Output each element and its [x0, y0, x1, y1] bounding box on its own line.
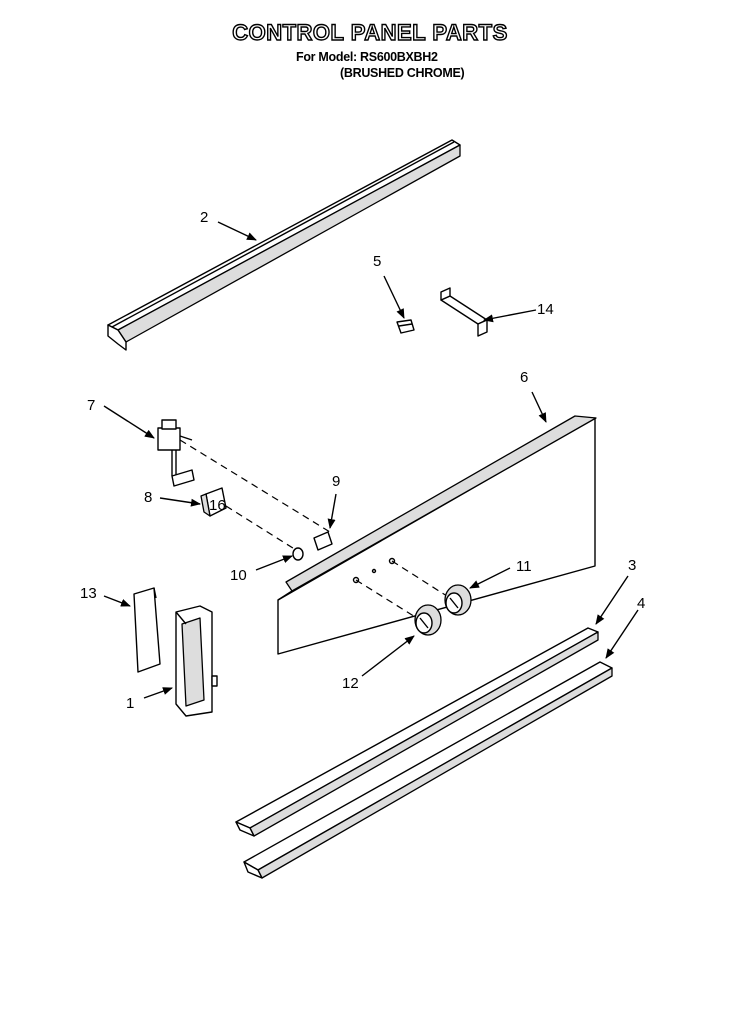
alignment-line	[179, 439, 331, 533]
callout-8: 8	[144, 489, 152, 506]
callout-5: 5	[373, 253, 381, 270]
part-13-side-plate	[133, 587, 161, 673]
leader-11	[469, 567, 511, 589]
callout-1: 1	[126, 695, 134, 712]
leader-14	[483, 309, 537, 323]
leader-4	[605, 609, 639, 659]
callout-13: 13	[80, 585, 97, 602]
callout-9: 9	[332, 473, 340, 490]
part-6-control-panel	[277, 415, 597, 655]
part-2-top-trim	[107, 139, 461, 351]
leader-10	[255, 555, 293, 571]
leader-2	[217, 221, 257, 241]
callout-3: 3	[628, 557, 636, 574]
leader-7	[103, 405, 155, 439]
part-1-end-cap	[175, 605, 218, 717]
svg-text:16: 16	[209, 497, 226, 514]
leader-8	[159, 497, 201, 507]
leader-5	[383, 275, 405, 319]
callout-14: 14	[537, 301, 554, 318]
part-7-switch	[157, 419, 195, 487]
model-line: For Model: RS600BXBH2	[296, 50, 438, 64]
part-5-clip	[396, 319, 415, 334]
part-10-lens	[292, 547, 304, 561]
callout-6: 6	[520, 369, 528, 386]
leader-6	[531, 391, 547, 423]
part-12-knob	[414, 604, 442, 636]
part-8-switch: 16	[200, 487, 227, 517]
callout-10: 10	[230, 567, 247, 584]
alignment-line	[225, 505, 297, 551]
leader-3	[595, 575, 629, 625]
part-9-indicator	[313, 531, 333, 551]
page-title: CONTROL PANEL PARTS	[232, 19, 508, 45]
alignment-line	[355, 579, 421, 621]
finish-line: (BRUSHED CHROME)	[340, 66, 465, 80]
leader-13	[103, 595, 131, 607]
callout-7: 7	[87, 397, 95, 414]
callout-2: 2	[200, 209, 208, 226]
leader-12	[361, 635, 415, 677]
callout-11: 11	[516, 558, 532, 575]
leader-1	[143, 687, 173, 699]
part-3-lower-trim	[235, 627, 599, 837]
callout-4: 4	[637, 595, 645, 612]
part-11-knob	[444, 584, 472, 616]
part-14-bracket	[440, 287, 488, 337]
leader-9	[327, 493, 337, 529]
part-4-lower-trim	[243, 661, 613, 879]
callout-12: 12	[342, 675, 359, 692]
